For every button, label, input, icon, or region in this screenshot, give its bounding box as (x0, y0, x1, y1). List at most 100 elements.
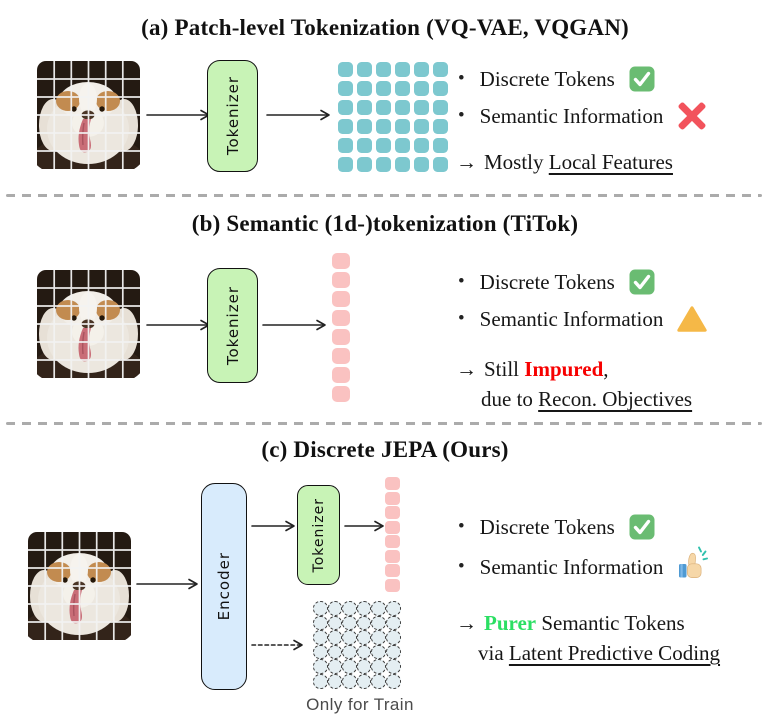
dashed-divider (6, 422, 762, 425)
token-cell (395, 62, 410, 77)
token-cell (342, 644, 357, 660)
token-cell (433, 157, 448, 172)
bullet-label: Discrete Tokens (479, 66, 615, 91)
token-cell (385, 506, 400, 519)
token-cell (313, 630, 328, 645)
dashed-divider (6, 194, 762, 197)
tokenizer-box-b: Tokenizer (207, 268, 258, 383)
token-cell (356, 644, 372, 660)
token-cell (313, 659, 328, 674)
takeaway-c: →Purer Semantic Tokens via Latent Predic… (456, 608, 720, 668)
bullet-label: Semantic Information (479, 103, 664, 128)
token-cell (385, 549, 400, 563)
takeaway-line1: →Purer Semantic Tokens (456, 608, 720, 638)
bullet-dot: • (458, 556, 465, 577)
token-cell (376, 119, 391, 134)
token-cell (327, 659, 343, 674)
arrow-tokenizer-to-tokens-c (344, 520, 384, 532)
token-cell (433, 81, 448, 96)
bullet-dot: • (458, 516, 465, 537)
token-cell (313, 644, 328, 660)
takeaway-emphasis: Impured (524, 357, 604, 381)
warning-triangle-icon (677, 306, 708, 332)
token-cell (313, 615, 328, 631)
arrow-dog-to-tokenizer-b (146, 319, 210, 331)
takeaway-arrow: → (456, 150, 477, 174)
latent-grid-caption: Only for Train (306, 695, 414, 714)
token-cell (338, 157, 353, 172)
takeaway-text: Mostly (484, 150, 549, 174)
token-cell (414, 157, 429, 172)
token-cell (385, 615, 401, 631)
token-cell (385, 491, 400, 505)
token-cell (342, 659, 357, 674)
arrow-tokenizer-to-tokens-a (266, 109, 330, 121)
token-cell (327, 630, 343, 645)
token-cell (357, 138, 372, 153)
token-cell (385, 601, 401, 616)
token-cell (357, 119, 372, 134)
token-cell (395, 119, 410, 134)
token-cell (371, 673, 386, 689)
token-cell (385, 535, 400, 548)
token-cell (385, 673, 401, 689)
token-cell (357, 157, 372, 172)
arrow-encoder-to-tokenizer (251, 520, 295, 532)
takeaway-arrow: → (456, 357, 477, 381)
tokenizer-box-c: Tokenizer (297, 485, 340, 585)
cross-icon (677, 101, 707, 131)
token-cell (371, 615, 386, 631)
tokenizer-box-a: Tokenizer (207, 60, 258, 172)
check-icon (628, 269, 655, 295)
token-cell (385, 578, 400, 592)
token-cell (376, 62, 391, 77)
token-cell (338, 138, 353, 153)
bullet-dot: • (458, 105, 465, 126)
bullet-semantic-information-b: • Semantic Information (458, 303, 708, 335)
takeaway-underlined: Local Features (548, 150, 673, 174)
token-cell (395, 100, 410, 115)
token-cell (371, 630, 386, 645)
bullet-dot: • (458, 68, 465, 89)
token-cell (338, 62, 353, 77)
dog-image-grid (37, 270, 140, 378)
bullet-label: Discrete Tokens (479, 269, 615, 294)
bullet-label: Semantic Information (479, 306, 664, 331)
takeaway-line2: due to Recon. Objectives (456, 384, 692, 414)
bullet-semantic-information-a: • Semantic Information (458, 100, 707, 132)
takeaway-underlined: Recon. Objectives (538, 387, 693, 411)
token-cell (332, 329, 350, 345)
token-cell (395, 157, 410, 172)
token-cell (357, 81, 372, 96)
bullet-discrete-tokens-c: • Discrete Tokens (458, 511, 655, 543)
token-cell (332, 253, 350, 269)
section-c-title: (c) Discrete JEPA (Ours) (261, 437, 509, 462)
token-cell (313, 673, 328, 689)
token-cell (414, 81, 429, 96)
token-cell (342, 673, 357, 689)
bullet-discrete-tokens-a: • Discrete Tokens (458, 63, 655, 95)
token-cell (342, 630, 357, 645)
encoder-box: Encoder (201, 483, 247, 690)
takeaway-line2: via Latent Predictive Coding (456, 638, 720, 668)
token-cell (357, 100, 372, 115)
takeaway-text: Semantic Tokens (536, 611, 685, 635)
token-cell (332, 272, 350, 288)
takeaway-underlined: Latent Predictive Coding (508, 641, 721, 665)
token-cell (371, 601, 386, 616)
token-cell (327, 644, 343, 660)
token-cell (332, 310, 350, 326)
token-cell (327, 673, 343, 689)
token-cell (395, 81, 410, 96)
token-cell (313, 601, 328, 616)
token-cell (327, 601, 343, 616)
semantic-token-column (332, 253, 350, 402)
takeaway-a: → Mostly Local Features (456, 147, 673, 177)
token-cell (433, 119, 448, 134)
patch-token-grid (338, 62, 448, 172)
token-cell (385, 520, 400, 534)
takeaway-line1: →Still Impured, (456, 354, 692, 384)
takeaway-arrow: → (456, 611, 477, 635)
bullet-dot: • (458, 271, 465, 292)
